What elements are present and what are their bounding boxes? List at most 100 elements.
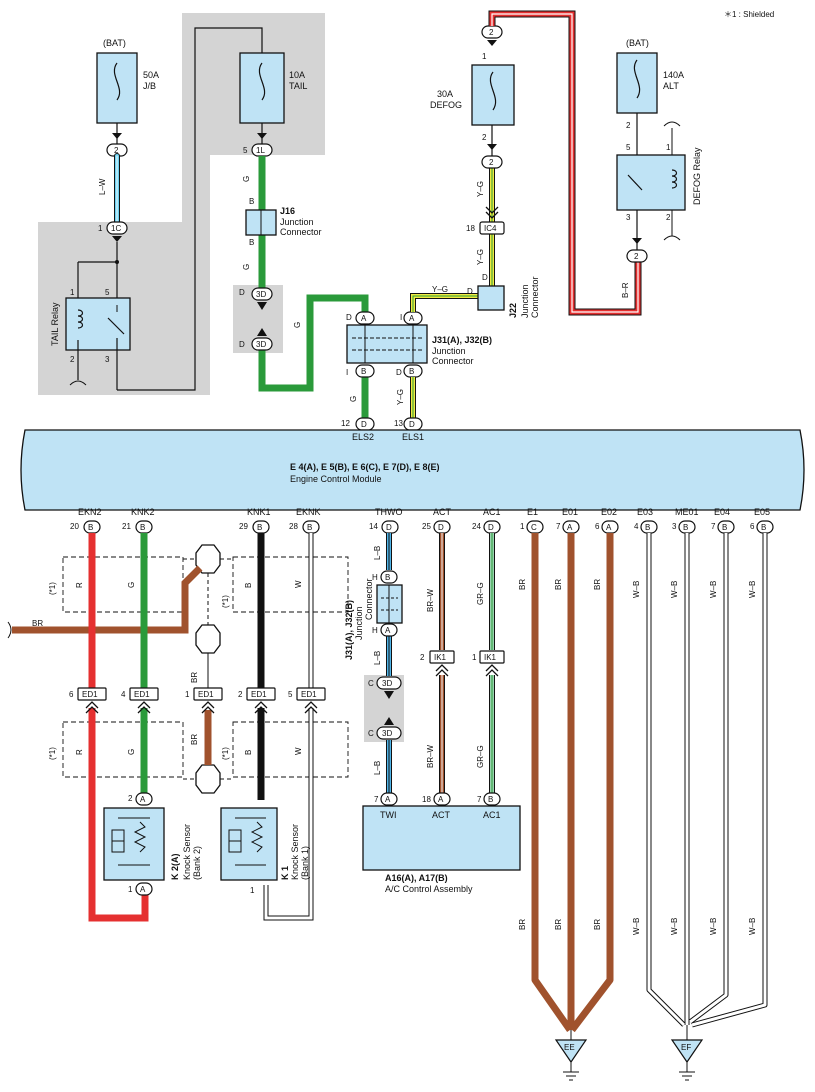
svg-text:D: D <box>239 340 245 349</box>
svg-text:Junction: Junction <box>280 217 314 227</box>
svg-text:3D: 3D <box>382 729 392 738</box>
j31b-code: J31(A), J32(B) <box>344 600 354 660</box>
svg-text:13: 13 <box>394 419 403 428</box>
svg-text:A: A <box>409 314 415 323</box>
svg-text:18: 18 <box>422 795 431 804</box>
svg-text:(Bank 1): (Bank 1) <box>300 846 310 880</box>
switch-icon <box>107 317 125 335</box>
ac-pin-act: ACT <box>432 810 451 820</box>
svg-text:B: B <box>409 367 414 376</box>
svg-text:W–B: W–B <box>709 581 718 598</box>
svg-text:A: A <box>567 523 573 532</box>
ecm-subtitle: Engine Control Module <box>290 474 382 484</box>
wire-br-ground <box>531 533 614 1033</box>
svg-text:5: 5 <box>243 146 248 155</box>
svg-text:B: B <box>88 523 93 532</box>
svg-text:1: 1 <box>666 143 671 152</box>
wire-br-shield <box>12 565 212 765</box>
svg-text:B: B <box>140 523 145 532</box>
svg-text:3D: 3D <box>382 679 392 688</box>
svg-text:Y–G: Y–G <box>396 389 405 405</box>
fuse-50a-name: J/B <box>143 81 156 91</box>
svg-text:B: B <box>488 795 493 804</box>
svg-text:IC4: IC4 <box>484 224 497 233</box>
svg-text:W–B: W–B <box>748 918 757 935</box>
svg-text:Connector: Connector <box>530 276 540 318</box>
fuse-140a-rating: 140A <box>663 70 684 80</box>
j22-code: J22 <box>508 303 518 318</box>
svg-text:(*1): (*1) <box>48 747 57 760</box>
coil-icon <box>77 309 84 329</box>
svg-text:A: A <box>438 795 444 804</box>
svg-text:4: 4 <box>121 690 126 699</box>
svg-text:Y–G: Y–G <box>432 285 448 294</box>
svg-text:B: B <box>257 523 262 532</box>
svg-text:BR: BR <box>593 579 602 590</box>
j31-connector <box>346 324 428 364</box>
svg-text:2: 2 <box>489 158 494 167</box>
svg-text:R: R <box>75 582 84 588</box>
svg-text:R: R <box>75 749 84 755</box>
svg-text:5: 5 <box>288 690 293 699</box>
svg-text:BR: BR <box>190 672 199 683</box>
svg-text:G: G <box>242 176 251 182</box>
fuse-50a <box>96 52 138 124</box>
svg-text:IK1: IK1 <box>434 653 447 662</box>
svg-text:ED1: ED1 <box>301 690 317 699</box>
j22-connector <box>477 285 505 311</box>
svg-text:G: G <box>349 396 358 402</box>
svg-text:I: I <box>346 368 348 377</box>
svg-text:W–B: W–B <box>632 918 641 935</box>
tail-relay-label: TAIL Relay <box>50 302 60 346</box>
svg-text:Connector: Connector <box>280 227 322 237</box>
svg-text:G: G <box>242 264 251 270</box>
fuse-140a <box>616 52 658 114</box>
svg-text:E05: E05 <box>754 507 770 517</box>
svg-text:6: 6 <box>595 522 600 531</box>
svg-text:(Bank 2): (Bank 2) <box>192 846 202 880</box>
svg-text:GR–G: GR–G <box>476 582 485 605</box>
svg-text:B: B <box>244 583 253 588</box>
svg-text:THWO: THWO <box>375 507 403 517</box>
svg-text:1: 1 <box>520 522 525 531</box>
ac-title: A16(A), A17(B) <box>385 873 448 883</box>
ac-pin-twi: TWI <box>380 810 397 820</box>
svg-text:W–B: W–B <box>748 581 757 598</box>
svg-text:6: 6 <box>750 522 755 531</box>
svg-text:G: G <box>127 749 136 755</box>
knock-sensor-k1 <box>220 807 278 881</box>
svg-text:1: 1 <box>128 885 133 894</box>
fuse-30a <box>471 64 515 126</box>
svg-text:E1: E1 <box>527 507 538 517</box>
tail-relay <box>65 297 131 351</box>
svg-text:B: B <box>307 523 312 532</box>
svg-text:(*1): (*1) <box>221 595 230 608</box>
svg-text:(*1): (*1) <box>48 582 57 595</box>
svg-text:KNK2: KNK2 <box>131 507 155 517</box>
svg-text:D: D <box>386 523 392 532</box>
fuse-10a-name: TAIL <box>289 81 307 91</box>
wire-r <box>88 533 149 922</box>
fuse-30a-rating: 30A <box>437 89 453 99</box>
svg-text:D: D <box>488 523 494 532</box>
svg-text:1: 1 <box>185 690 190 699</box>
svg-text:Junction: Junction <box>432 346 466 356</box>
svg-text:2: 2 <box>666 213 671 222</box>
ecm-pin-els1: ELS1 <box>402 432 424 442</box>
svg-text:D: D <box>438 523 444 532</box>
svg-text:BR: BR <box>32 619 43 628</box>
svg-text:L–B: L–B <box>373 761 382 775</box>
svg-text:B: B <box>722 523 727 532</box>
wire-w-b-ground <box>646 533 768 1028</box>
svg-text:ME01: ME01 <box>675 507 699 517</box>
svg-text:Junction: Junction <box>354 606 364 640</box>
svg-text:3: 3 <box>626 213 631 222</box>
svg-text:1: 1 <box>472 653 477 662</box>
svg-text:BR: BR <box>518 579 527 590</box>
svg-text:Connector: Connector <box>432 356 474 366</box>
svg-text:L–B: L–B <box>373 651 382 665</box>
svg-text:Knock Sensor: Knock Sensor <box>182 824 192 880</box>
ecm-pin-els2: ELS2 <box>352 432 374 442</box>
svg-text:1: 1 <box>70 288 75 297</box>
svg-text:EKN2: EKN2 <box>78 507 102 517</box>
